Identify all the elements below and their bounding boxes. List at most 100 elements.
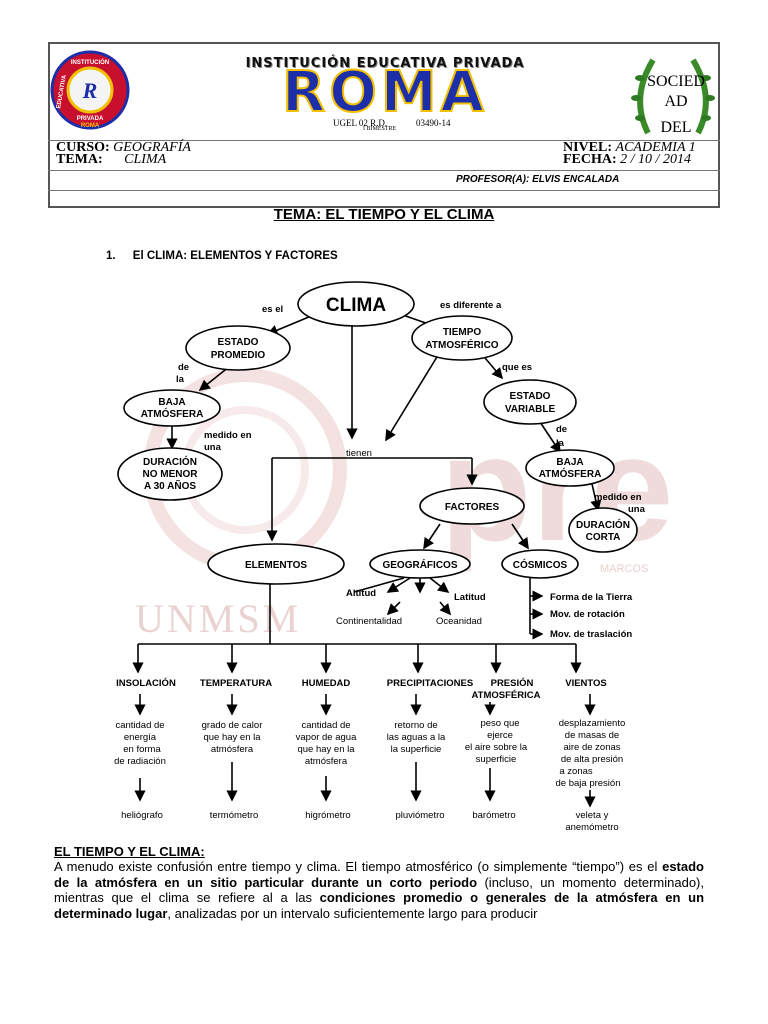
svg-text:ATMÓSFERA: ATMÓSFERA: [539, 467, 602, 480]
institution-title: INSTITUCIÓN EDUCATIVA PRIVADA: [245, 56, 525, 71]
svg-text:INSOLACIÓN: INSOLACIÓN: [116, 677, 176, 689]
body-bold-2: condiciones promedio o generales de la a…: [54, 890, 705, 921]
svg-text:de radiación: de radiación: [114, 756, 166, 767]
svg-text:de: de: [556, 424, 567, 435]
svg-text:Latitud: Latitud: [454, 592, 486, 603]
svg-text:VARIABLE: VARIABLE: [505, 404, 556, 415]
svg-text:Altitud: Altitud: [346, 588, 376, 599]
body-text-3: , analizadas por un intervalo suficiente…: [167, 905, 538, 921]
emblem-text-1: SOCIED: [647, 73, 705, 90]
header-bottom-rule: [48, 206, 720, 208]
emblem-text-2: AD: [664, 93, 687, 110]
svg-text:a zonas: a zonas: [559, 766, 593, 777]
nivel-value: ACADEMIA 1: [615, 140, 696, 155]
emblem-text-3: DEL: [660, 119, 691, 136]
fecha-field: FECHA: 2 / 10 / 2014: [563, 152, 691, 168]
header-top-rule: [48, 42, 720, 44]
body-text-2: (incluso, un momento determinado), mient…: [54, 874, 704, 906]
tema-value: CLIMA: [124, 152, 167, 167]
svg-text:PROMEDIO: PROMEDIO: [211, 350, 266, 361]
svg-text:Oceanidad: Oceanidad: [436, 616, 482, 627]
section-heading: 1. El CLIMA: ELEMENTOS Y FACTORES: [106, 250, 338, 262]
svg-text:es diferente a: es diferente a: [440, 300, 502, 311]
curso-label: CURSO:: [56, 140, 110, 155]
svg-text:BAJA: BAJA: [556, 457, 583, 468]
svg-text:DURACIÓN: DURACIÓN: [143, 455, 197, 468]
svg-text:medido en: medido en: [204, 430, 252, 441]
node-tiempo: [411, 315, 513, 361]
svg-text:ELEMENTOS: ELEMENTOS: [245, 560, 307, 571]
tema-label: TEMA:: [56, 152, 103, 167]
svg-text:pluviómetro: pluviómetro: [395, 810, 444, 821]
header-mid-rule: [48, 140, 720, 141]
svg-text:atmósfera: atmósfera: [211, 744, 254, 755]
header-prof-rule-2: [48, 190, 720, 191]
node-baja-2: [525, 449, 615, 487]
node-estado-variable: [483, 379, 577, 425]
body-paragraph: EL TIEMPO Y EL CLIMA: A menudo existe co…: [54, 844, 704, 921]
header-left-border: [48, 42, 50, 208]
svg-text:desplazamiento: desplazamiento: [559, 718, 626, 729]
node-estado-promedio: [185, 325, 291, 371]
svg-text:R: R: [82, 78, 98, 103]
svg-text:Forma de la Tierra: Forma de la Tierra: [550, 592, 633, 603]
tema-field: TEMA: CLIMA: [56, 152, 166, 168]
svg-text:ATMOSFÉRICA: ATMOSFÉRICA: [472, 690, 541, 701]
svg-text:FACTORES: FACTORES: [445, 502, 500, 513]
node-baja-1: [123, 389, 221, 427]
svg-text:ESTADO: ESTADO: [510, 391, 551, 402]
fecha-value: 2 / 10 / 2014: [620, 152, 691, 167]
school-logo: R INSTITUCIÓN EDUCATIVA PRIVADA ROMA: [50, 50, 130, 130]
svg-text:termómetro: termómetro: [210, 810, 259, 821]
svg-text:que hay en la: que hay en la: [203, 732, 261, 743]
svg-text:el aire sobre la: el aire sobre la: [465, 742, 528, 753]
header-right-border: [718, 42, 720, 208]
svg-text:aire de zonas: aire de zonas: [563, 742, 620, 753]
node-duracion-larga: [117, 447, 223, 501]
logo-text-1: INSTITUCIÓN: [71, 58, 109, 66]
svg-text:grado de calor: grado de calor: [202, 720, 263, 731]
clima-label: CLIMA: [326, 295, 386, 316]
svg-text:una: una: [204, 442, 222, 453]
nivel-field: NIVEL: ACADEMIA 1: [563, 140, 696, 156]
logo-text-4: ROMA: [81, 123, 100, 129]
concept-map: CLIMA ESTADO PROMEDIO TIEMPO ATMOSFÉRICO…: [114, 281, 646, 833]
node-factores: [419, 487, 525, 525]
body-bold-1: estado de la atmósfera en un sitio parti…: [54, 859, 704, 890]
svg-text:que es: que es: [502, 362, 532, 373]
curso-value: GEOGRAFÍA: [113, 140, 191, 155]
svg-text:VIENTOS: VIENTOS: [565, 678, 607, 689]
nivel-label: NIVEL:: [563, 140, 613, 155]
node-duracion-corta: [568, 507, 638, 553]
svg-text:GEOGRÁFICOS: GEOGRÁFICOS: [382, 558, 457, 571]
svg-text:la: la: [556, 438, 565, 449]
bimester-label: I BIMESTRE: [363, 126, 397, 132]
body-text-1: A menudo existe confusión entre tiempo y…: [54, 859, 663, 875]
svg-text:Continentalidad: Continentalidad: [336, 616, 402, 627]
svg-text:peso que: peso que: [480, 718, 519, 729]
svg-text:de masas de: de masas de: [565, 730, 619, 741]
svg-text:BAJA: BAJA: [158, 397, 185, 408]
page-title: TEMA: EL TIEMPO Y EL CLIMA: [273, 206, 495, 223]
svg-text:ATMOSFÉRICO: ATMOSFÉRICO: [425, 338, 498, 351]
curso-field: CURSO: GEOGRAFÍA: [56, 140, 191, 156]
svg-text:anemómetro: anemómetro: [565, 822, 618, 833]
svg-text:HUMEDAD: HUMEDAD: [302, 678, 351, 689]
svg-text:de alta presión: de alta presión: [561, 754, 623, 765]
svg-text:de: de: [178, 362, 189, 373]
fecha-label: FECHA:: [563, 152, 617, 167]
node-geograficos: [369, 549, 471, 579]
ugel-label: UGEL 02 R.D.: [333, 118, 388, 128]
svg-text:cantidad de: cantidad de: [115, 720, 164, 731]
svg-text:CÓSMICOS: CÓSMICOS: [513, 558, 568, 571]
svg-text:energía: energía: [124, 732, 157, 743]
svg-text:ATMÓSFERA: ATMÓSFERA: [141, 407, 204, 420]
svg-text:PRESIÓN: PRESIÓN: [491, 677, 534, 689]
profesor-label: PROFESOR(A): ELVIS ENCALADA: [456, 174, 620, 185]
svg-text:medido en: medido en: [594, 492, 642, 503]
school-name: ROMA: [281, 60, 488, 125]
svg-text:heliógrafo: heliógrafo: [121, 810, 163, 821]
svg-text:barómetro: barómetro: [472, 810, 515, 821]
logo-text-3: PRIVADA: [77, 116, 104, 122]
svg-text:Mov. de traslación: Mov. de traslación: [550, 629, 632, 640]
